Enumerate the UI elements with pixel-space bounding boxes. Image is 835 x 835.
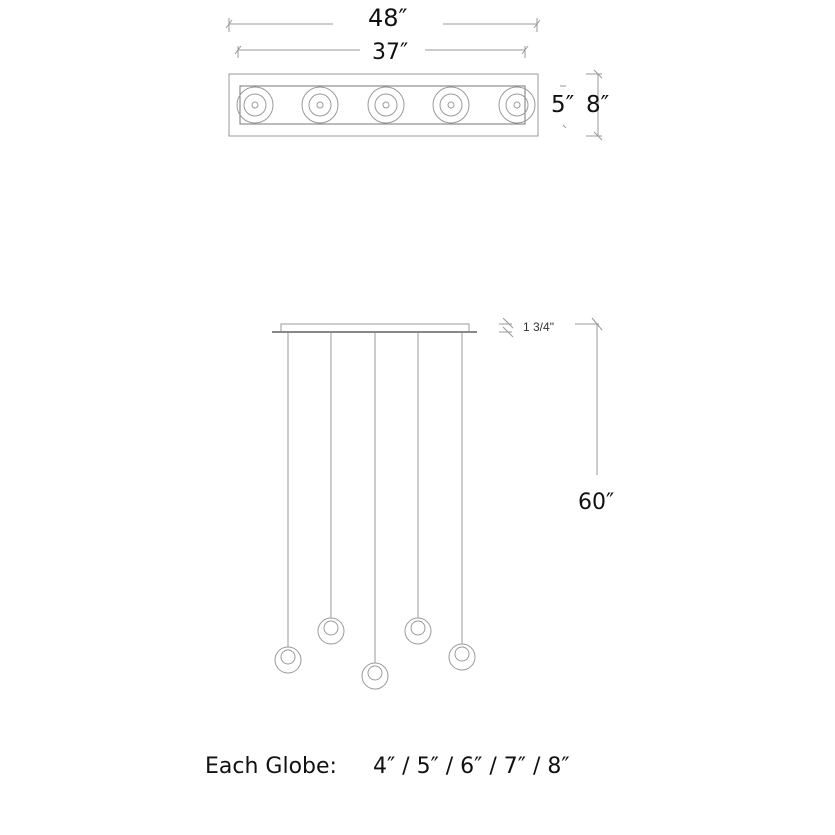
overall-width-label: 48″ [368, 4, 408, 32]
globe-top-2 [301, 86, 339, 124]
canopy-depth-label: 5″ [551, 92, 575, 118]
side-view [272, 317, 603, 690]
inner-canopy-outline [239, 85, 526, 125]
globe-sizes: 4″ / 5″ / 6″ / 7″ / 8″ [372, 754, 570, 779]
overall-depth-label: 8″ [586, 92, 610, 118]
globe-label: Each Globe: [205, 754, 337, 779]
globe-top-3 [367, 86, 405, 124]
canopy-width-label: 37″ [372, 40, 409, 65]
canopy-height-label: 1 3/4" [523, 320, 554, 334]
canopy-side [280, 323, 470, 333]
globe-pendant-2 [317, 617, 345, 645]
top-view [225, 18, 603, 141]
outer-canopy-outline [228, 73, 539, 137]
globe-pendant-3 [361, 662, 389, 690]
globe-top-5 [498, 86, 536, 124]
globe-top-1 [236, 86, 274, 124]
globe-pendant-5 [448, 643, 476, 671]
globe-sizes-caption: Each Globe: 4″ / 5″ / 6″ / 7″ / 8″ [205, 754, 570, 779]
globe-pendant-1 [274, 646, 302, 674]
globe-top-4 [432, 86, 470, 124]
globe-pendant-4 [404, 617, 432, 645]
max-drop-label: 60″ [578, 490, 615, 515]
